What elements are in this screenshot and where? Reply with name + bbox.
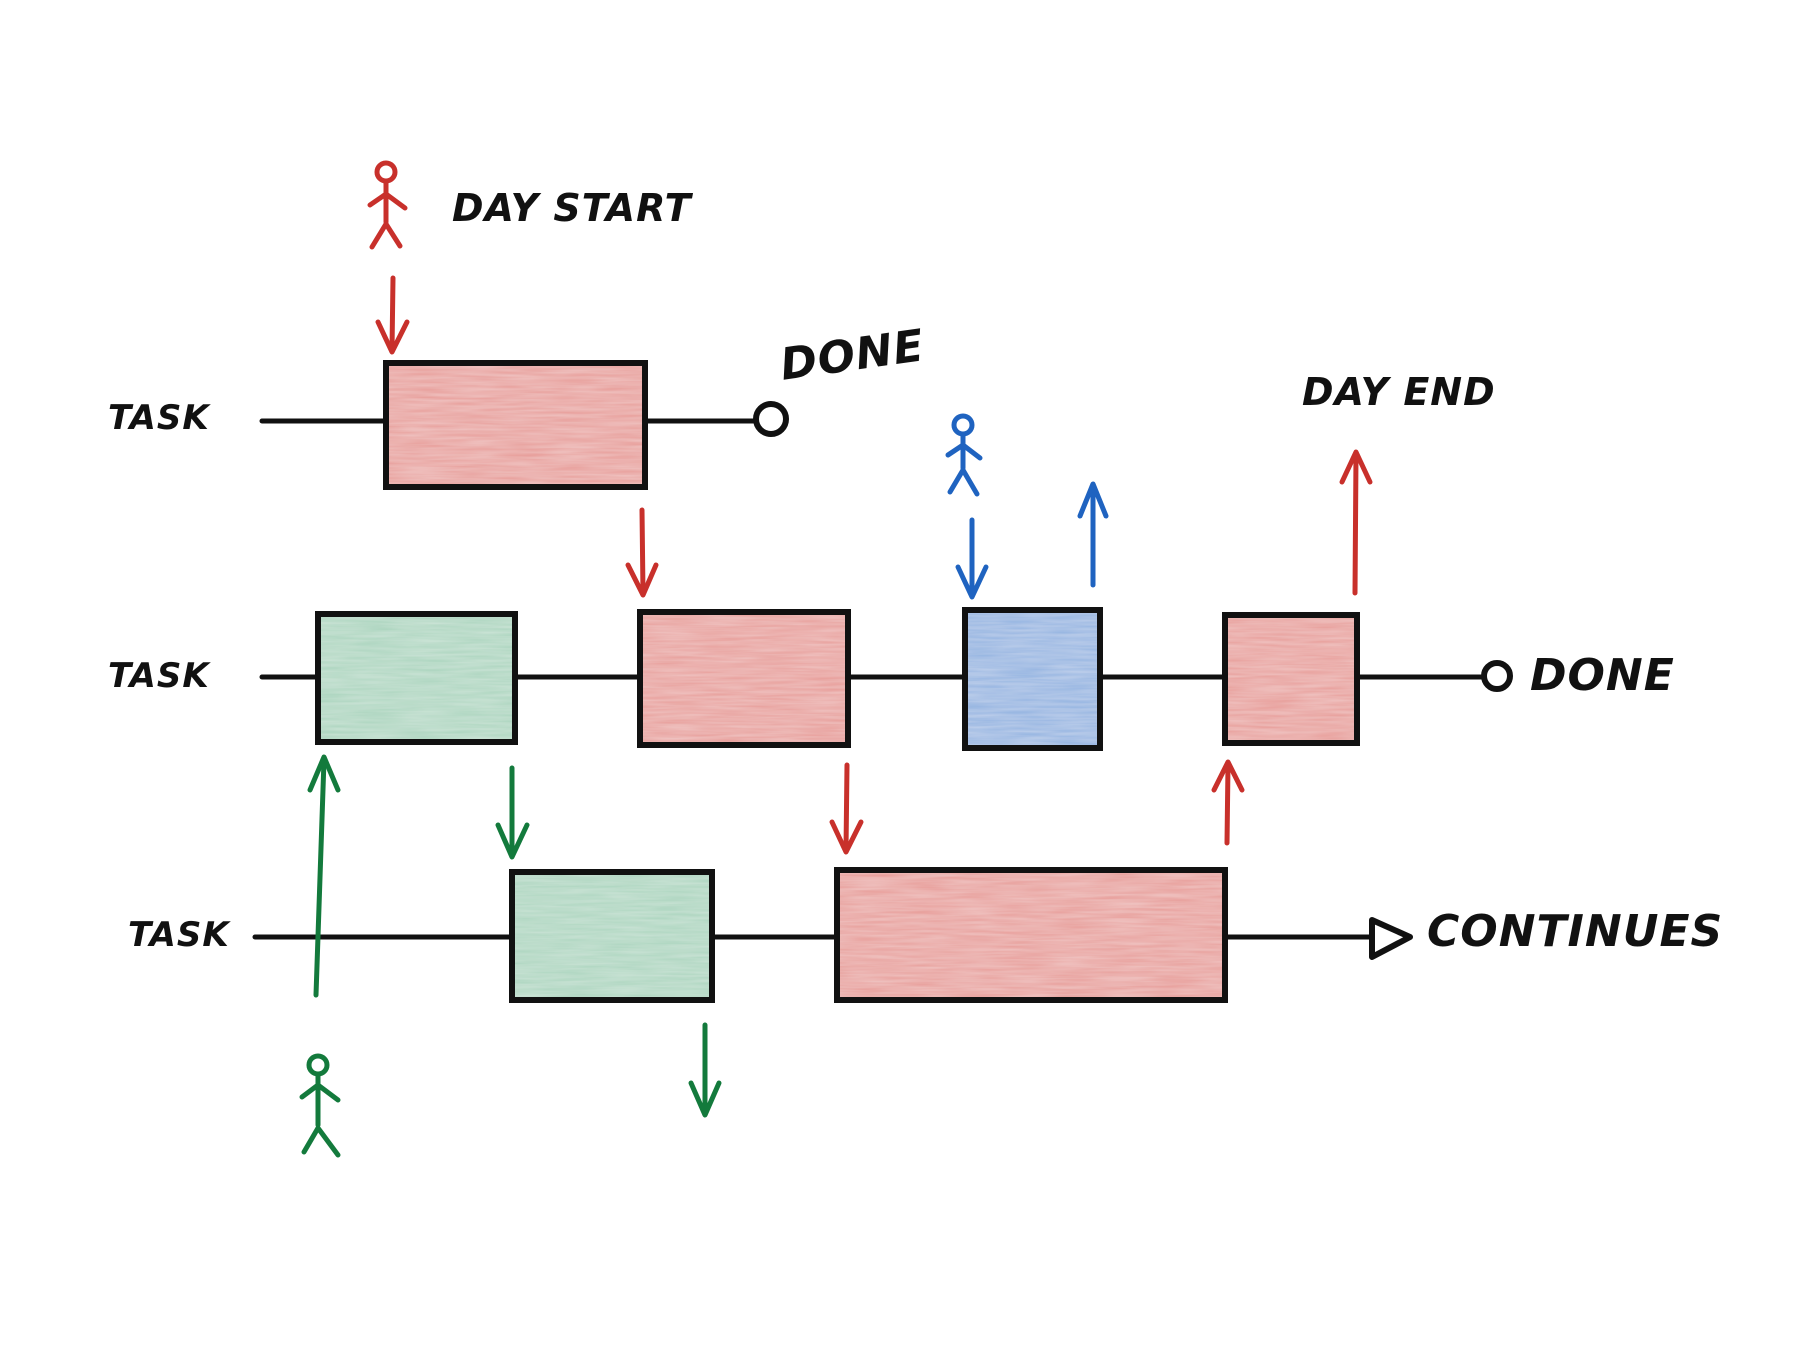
continues-arrow [1369,917,1413,960]
task-block-red-bottom [834,867,1228,1003]
task-label-middle: TASK [108,656,210,696]
task-block-green-bottom [509,869,715,1003]
task-block-red-top [383,360,648,490]
task-label-top: TASK [108,398,210,438]
task-block-red-middle-2 [1222,612,1360,746]
task-block-green-middle [315,611,518,745]
arrow-down-blue [955,517,989,600]
person-green-icon [299,1053,341,1158]
arrow-down-green-to-bottom [495,765,530,860]
arrow-up-day-end [1339,449,1373,596]
arrow-up-blue [1077,481,1109,588]
task-label-bottom: TASK [128,915,230,955]
arrow-down-green-out [688,1022,722,1118]
arrow-down-red-to-bottom [829,762,864,855]
day-start-label: DAY START [452,186,692,230]
blue-arrows [955,481,1109,600]
green-arrows [307,754,722,1118]
arrow-down-red-to-middle [625,507,659,598]
arrow-up-red-to-middle [1211,759,1245,846]
continues-label: CONTINUES [1427,906,1724,957]
person-red-icon [367,160,408,250]
day-end-label: DAY END [1302,370,1496,414]
person-blue-icon [945,413,983,497]
arrow-up-green-long [307,754,341,998]
done-label-middle: DONE [1530,650,1675,701]
arrow-down-day-start [375,275,410,355]
done-circle-top [753,401,789,437]
task-block-red-middle-1 [637,609,851,748]
task-block-blue-middle [962,607,1103,751]
done-circle-middle [1481,660,1513,692]
red-arrows [375,275,1373,855]
